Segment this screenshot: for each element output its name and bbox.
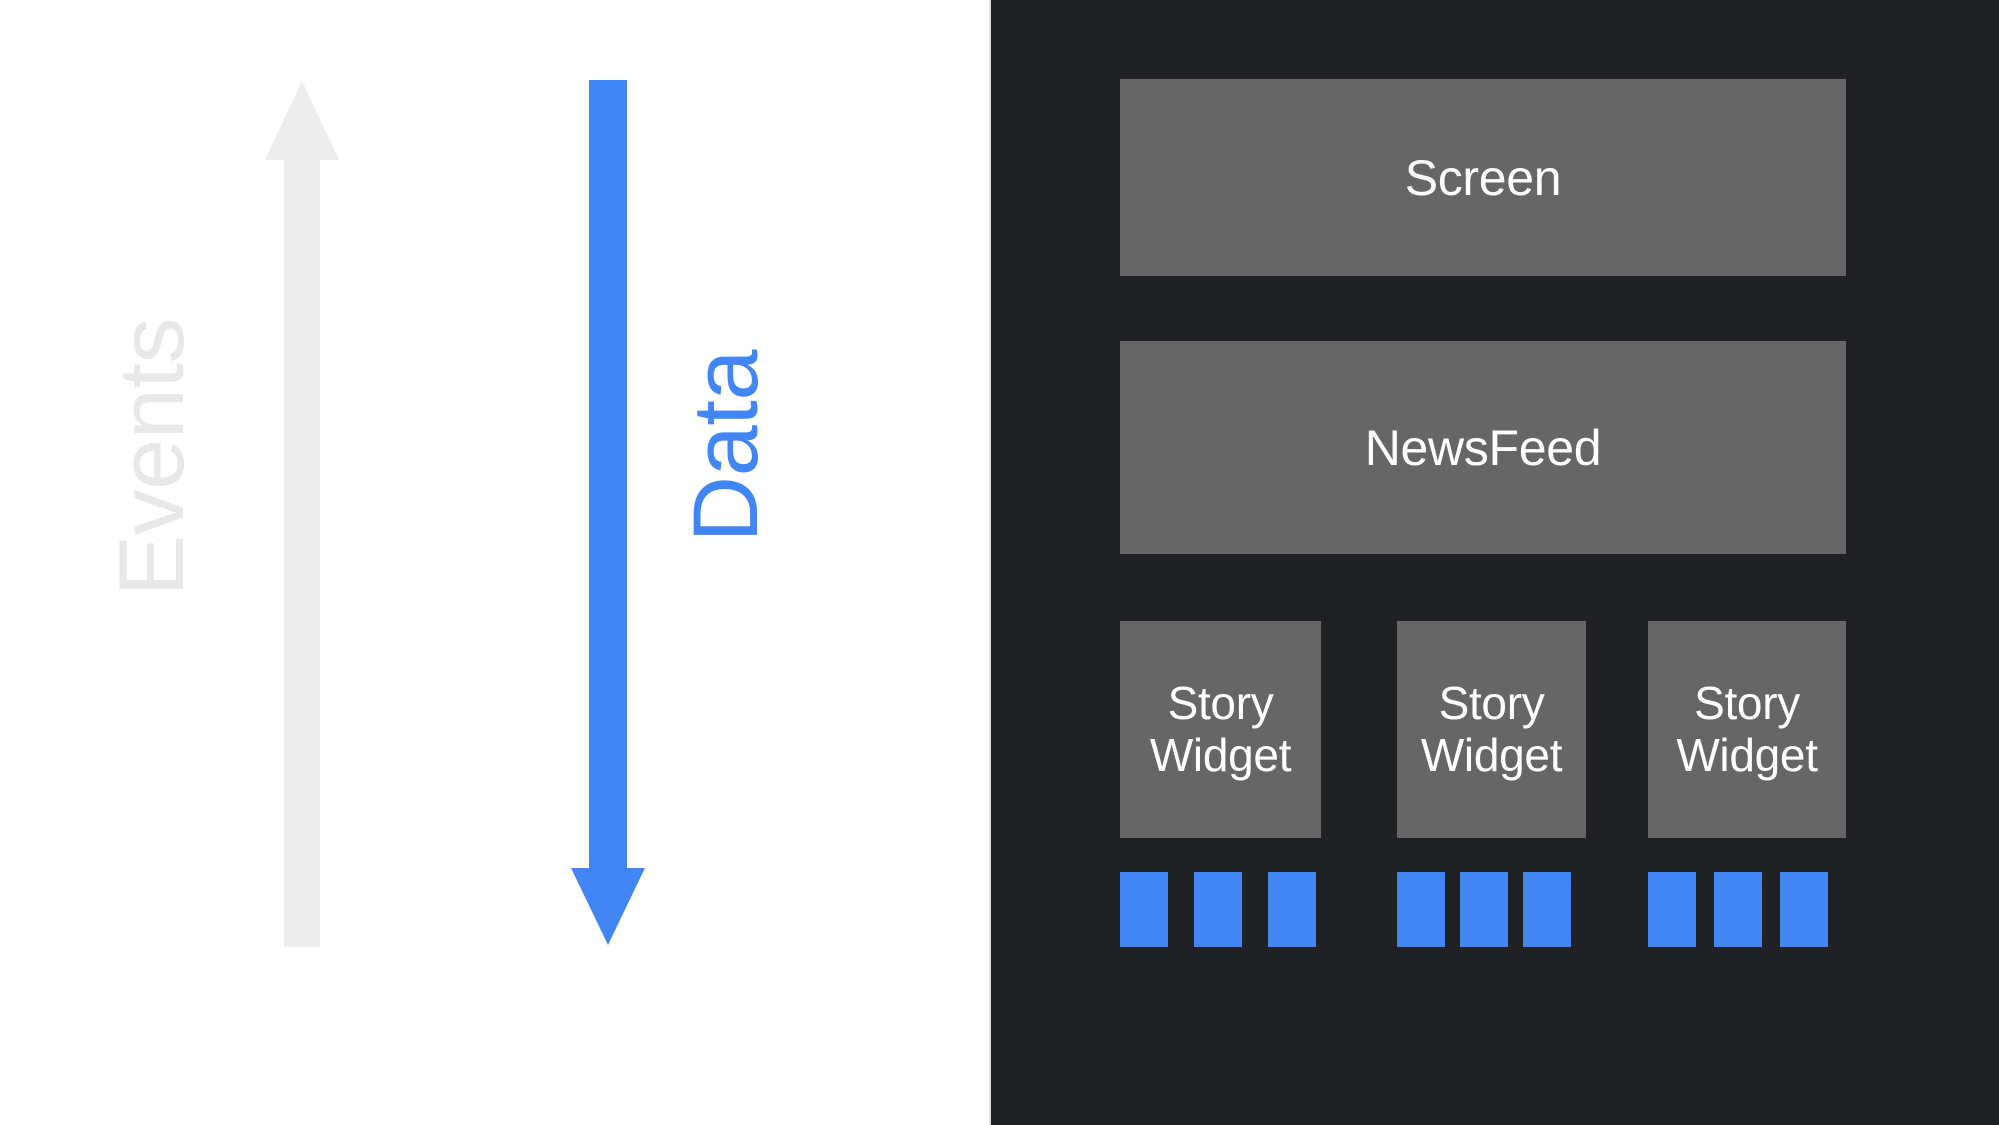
leaf-node-1-3[interactable] <box>1268 872 1316 947</box>
leaf-node-2-3[interactable] <box>1523 872 1571 947</box>
leaf-node-3-1[interactable] <box>1648 872 1696 947</box>
events-arrow-label: Events <box>101 318 203 597</box>
node-story-widget-3[interactable]: Story Widget <box>1648 621 1846 838</box>
events-arrow-icon <box>265 81 339 947</box>
architecture-pane: Screen NewsFeed Story Widget Story Widge… <box>991 0 1999 1125</box>
data-arrow-icon <box>571 80 645 945</box>
node-story-widget-2[interactable]: Story Widget <box>1397 621 1586 838</box>
leaf-node-1-1[interactable] <box>1120 872 1168 947</box>
leaf-node-3-2[interactable] <box>1714 872 1762 947</box>
node-story-widget-1[interactable]: Story Widget <box>1120 621 1321 838</box>
leaf-node-2-1[interactable] <box>1397 872 1445 947</box>
leaf-node-1-2[interactable] <box>1194 872 1242 947</box>
node-screen-label: Screen <box>1404 149 1562 206</box>
data-arrow-label: Data <box>675 350 777 543</box>
node-story-widget-2-label: Story Widget <box>1420 676 1563 781</box>
leaf-node-3-3[interactable] <box>1780 872 1828 947</box>
node-story-widget-1-label: Story Widget <box>1149 676 1292 781</box>
flow-pane: Events Data <box>0 0 991 1125</box>
node-newsfeed-label: NewsFeed <box>1364 419 1602 476</box>
pane-divider <box>989 0 991 1125</box>
node-newsfeed[interactable]: NewsFeed <box>1120 341 1846 554</box>
leaf-node-2-2[interactable] <box>1460 872 1508 947</box>
node-story-widget-3-label: Story Widget <box>1676 676 1818 781</box>
node-screen[interactable]: Screen <box>1120 79 1846 276</box>
